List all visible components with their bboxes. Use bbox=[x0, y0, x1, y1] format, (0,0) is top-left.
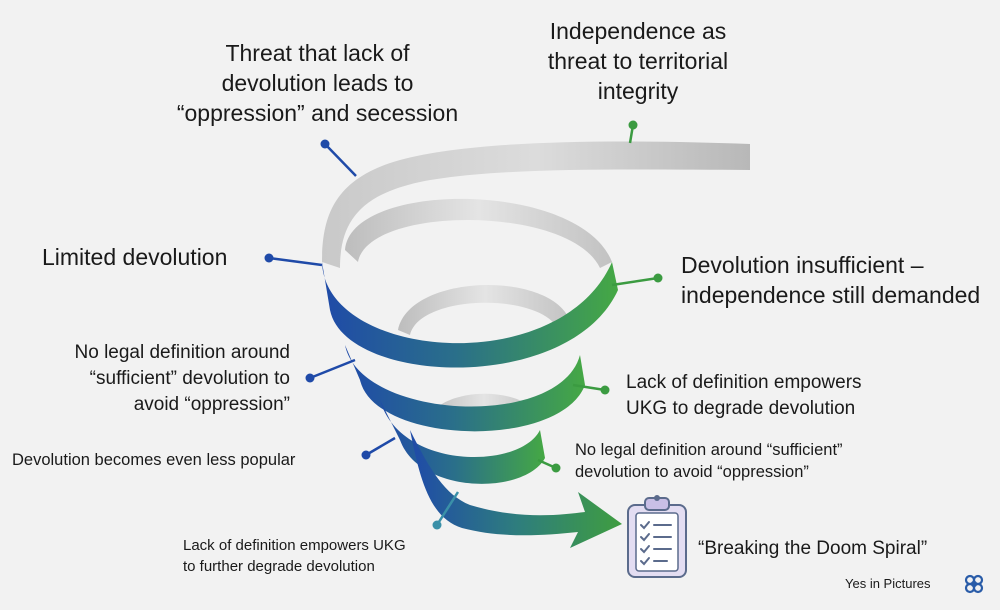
label-no-legal-definition-left: No legal definition around “sufficient” … bbox=[74, 342, 291, 415]
label-secession-threat: Threat that lack of devolution leads to … bbox=[176, 40, 459, 126]
label-empowers-ukg-further: Lack of definition empowers UKG to furth… bbox=[183, 537, 406, 575]
connector-limited bbox=[268, 256, 323, 267]
label-independence-threat: Independence as threat to territorial in… bbox=[547, 18, 729, 104]
connector-insufficient bbox=[611, 276, 659, 287]
connector-less-popular bbox=[365, 436, 396, 457]
spiral-coil-1 bbox=[322, 262, 618, 368]
label-devolution-insufficient: Devolution insufficient – independence s… bbox=[681, 252, 981, 308]
connector-no-legal-left bbox=[309, 358, 356, 380]
label-breaking-doom-spiral: “Breaking the Doom Spiral” bbox=[698, 538, 928, 559]
label-limited-devolution: Limited devolution bbox=[42, 244, 228, 270]
connector-further bbox=[435, 491, 460, 526]
connector-secession bbox=[324, 143, 357, 177]
clipboard-checklist-icon bbox=[627, 495, 687, 578]
label-less-popular: Devolution becomes even less popular bbox=[12, 451, 296, 469]
spiral-inner-ring-3 bbox=[428, 393, 540, 424]
spiral-top-ribbon bbox=[322, 141, 750, 268]
connector-empowers bbox=[572, 383, 606, 392]
spiral-inner-ring-2 bbox=[398, 285, 572, 335]
yes-in-pictures-logo bbox=[964, 574, 984, 594]
spiral-arrow bbox=[410, 430, 622, 548]
label-no-legal-definition-right: No legal definition around “sufficient” … bbox=[575, 441, 843, 481]
spiral-inner-ring-1 bbox=[345, 198, 612, 268]
spiral-coil-2 bbox=[345, 345, 585, 432]
footer-credit: Yes in Pictures bbox=[845, 576, 931, 591]
label-empowers-ukg-degrade: Lack of definition empowers UKG to degra… bbox=[626, 372, 862, 419]
